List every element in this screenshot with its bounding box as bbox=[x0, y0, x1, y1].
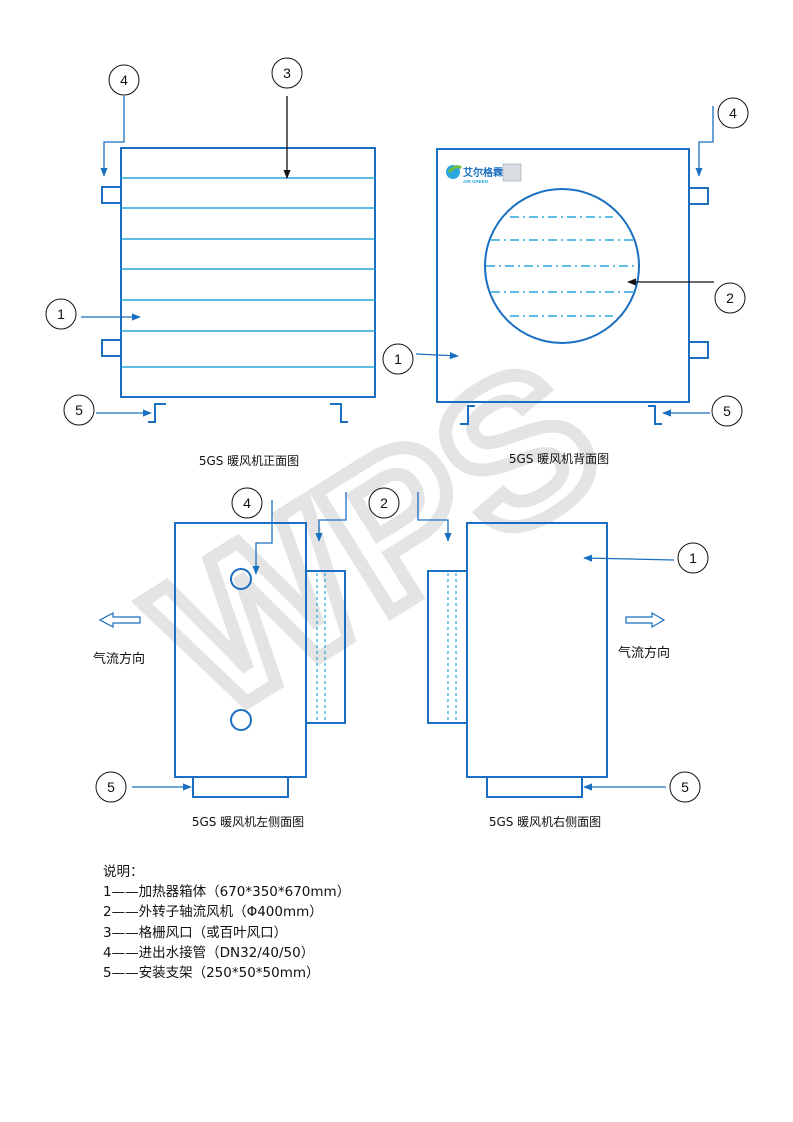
callout-circle bbox=[368, 487, 400, 519]
legend: 说明： 1——加热器箱体（670*350*670mm） 2——外转子轴流风机（Φ… bbox=[103, 862, 350, 983]
leader-line bbox=[100, 96, 125, 177]
left-pipe-lower bbox=[230, 709, 252, 731]
leader-line bbox=[417, 492, 452, 542]
front-louvers bbox=[121, 177, 375, 368]
brand-logo: 艾尔格霖 AIR GREEN bbox=[446, 163, 522, 184]
legend-item-4: 4——进出水接管（DN32/40/50） bbox=[103, 944, 315, 961]
back-pipe-bottom bbox=[688, 341, 709, 359]
callout-circle bbox=[45, 298, 77, 330]
right-fan-housing bbox=[427, 570, 468, 724]
fan-leader-line bbox=[315, 492, 347, 542]
callout-circle bbox=[669, 771, 701, 803]
callout-label: 4 bbox=[243, 495, 251, 511]
left-pipe-upper bbox=[230, 568, 252, 590]
right-bracket bbox=[486, 776, 583, 798]
legend-item-1: 1——加热器箱体（670*350*670mm） bbox=[103, 884, 351, 901]
leader-line bbox=[695, 106, 714, 177]
logo-leaf-icon bbox=[446, 165, 460, 179]
airflow-right-label: 气流方向 bbox=[618, 645, 670, 661]
caption-front: 5GS 暖风机正面图 bbox=[199, 454, 299, 468]
fan-dashes bbox=[486, 216, 638, 317]
callout-label: 1 bbox=[394, 351, 402, 367]
caption-right: 5GS 暖风机右侧面图 bbox=[489, 814, 601, 829]
callout-circle bbox=[382, 343, 414, 375]
caption-back: 5GS 暖风机背面图 bbox=[509, 452, 609, 466]
fan-circle bbox=[484, 188, 640, 344]
callout-label: 5 bbox=[723, 403, 731, 419]
callout-circle bbox=[711, 395, 743, 427]
svg-text:WPS: WPS bbox=[118, 318, 635, 760]
callout-label: 5 bbox=[107, 779, 115, 795]
callout-label: 1 bbox=[689, 550, 697, 566]
back-bracket-right bbox=[648, 405, 662, 425]
logo-sub-text: AIR GREEN bbox=[463, 179, 488, 184]
left-callouts: 4 5 5GS 暖风机左侧面图 bbox=[95, 487, 347, 829]
left-view bbox=[174, 522, 346, 798]
back-bracket-left bbox=[460, 405, 475, 425]
leader-line bbox=[252, 500, 273, 575]
callout-label: 3 bbox=[283, 65, 291, 81]
leader-line bbox=[583, 554, 675, 562]
back-callouts: 4 2 1 5 5GS 暖风机背面图 bbox=[382, 97, 749, 466]
legend-item-5: 5——安装支架（250*50*50mm） bbox=[103, 965, 320, 982]
logo-brand-text: 艾尔格霖 bbox=[463, 166, 504, 179]
front-pipe-top bbox=[101, 186, 122, 204]
front-bracket-left bbox=[148, 403, 166, 423]
callout-label: 5 bbox=[681, 779, 689, 795]
legend-item-2: 2——外转子轴流风机（Φ400mm） bbox=[103, 904, 323, 921]
front-view bbox=[101, 147, 376, 423]
back-view bbox=[436, 148, 709, 425]
legend-item-3: 3——格栅风口（或百叶风口） bbox=[103, 924, 288, 941]
callout-label: 4 bbox=[120, 72, 128, 88]
callout-label: 5 bbox=[75, 402, 83, 418]
front-pipe-bottom bbox=[101, 339, 122, 357]
right-callouts: 2 1 5 5GS 暖风机右侧面图 bbox=[368, 487, 709, 829]
callout-circle bbox=[714, 282, 746, 314]
caption-left: 5GS 暖风机左侧面图 bbox=[192, 814, 304, 829]
callout-circle bbox=[108, 64, 140, 96]
callout-circle bbox=[271, 57, 303, 89]
back-cabinet bbox=[436, 148, 690, 403]
leader-line bbox=[415, 351, 459, 360]
front-cabinet bbox=[120, 147, 376, 398]
callout-circle bbox=[95, 771, 127, 803]
callout-label: 2 bbox=[380, 495, 388, 511]
callout-circle bbox=[231, 487, 263, 519]
callout-label: 1 bbox=[57, 306, 65, 322]
front-callouts: 4 3 1 5 5GS 暖风机正面图 bbox=[45, 57, 303, 468]
left-fan-housing bbox=[305, 570, 346, 724]
legend-title: 说明： bbox=[103, 864, 144, 880]
callout-label: 2 bbox=[726, 290, 734, 306]
back-pipe-top bbox=[688, 187, 709, 205]
callout-circle bbox=[63, 394, 95, 426]
front-bracket-right bbox=[330, 403, 348, 423]
airflow-left-label: 气流方向 bbox=[93, 651, 145, 667]
airflow-right-arrow bbox=[625, 611, 666, 629]
airflow-left-arrow bbox=[98, 611, 141, 629]
logo-plate bbox=[502, 163, 522, 182]
callout-circle bbox=[717, 97, 749, 129]
callout-label: 4 bbox=[729, 105, 737, 121]
left-bracket bbox=[192, 776, 289, 798]
callout-circle bbox=[677, 542, 709, 574]
right-view bbox=[427, 522, 608, 798]
wps-watermark: WPS bbox=[111, 311, 641, 766]
